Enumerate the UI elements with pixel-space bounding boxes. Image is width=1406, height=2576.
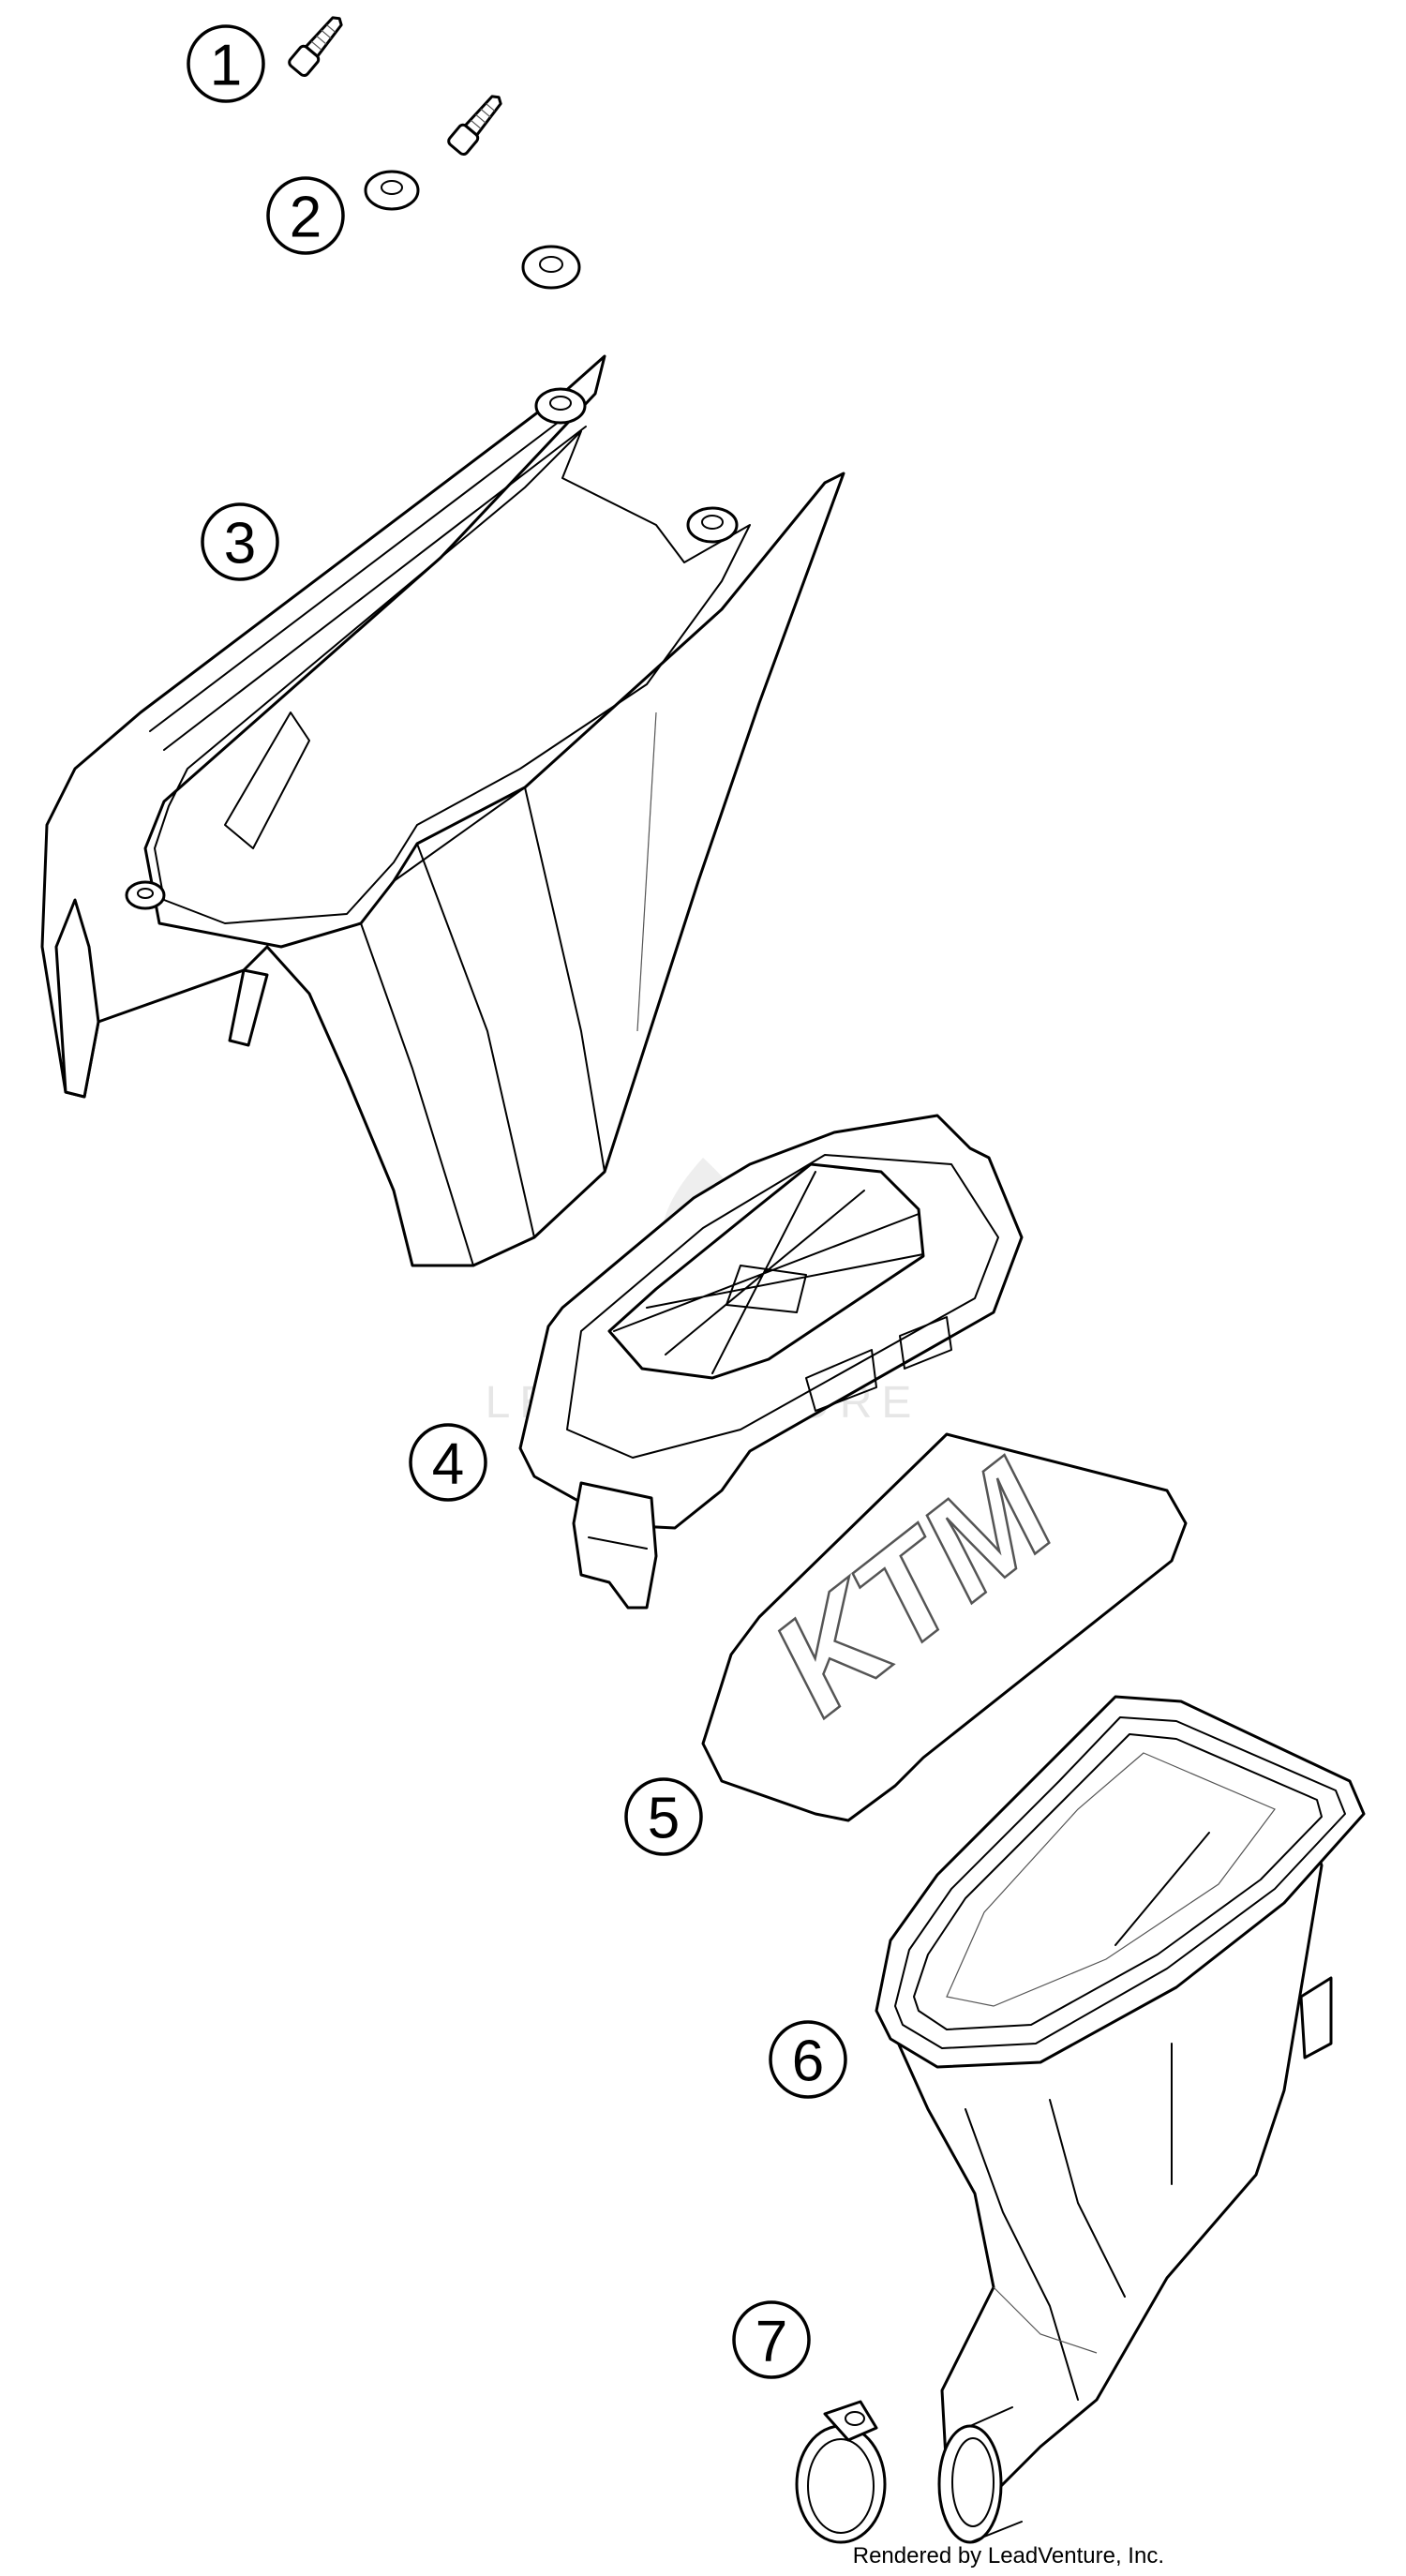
callout-number: 1 bbox=[210, 34, 242, 98]
screw-part bbox=[288, 16, 502, 157]
callout-3: 3 bbox=[201, 502, 279, 581]
air-filter-cage-part bbox=[518, 1114, 1024, 1610]
callout-4: 4 bbox=[409, 1423, 487, 1502]
airbox-part bbox=[40, 354, 845, 1267]
callout-6: 6 bbox=[769, 2020, 847, 2099]
washer-part bbox=[364, 170, 581, 290]
callout-1: 1 bbox=[187, 24, 265, 103]
hose-clamp-part bbox=[795, 2400, 887, 2544]
callout-number: 6 bbox=[792, 2029, 824, 2094]
render-credit: Rendered by LeadVenture, Inc. bbox=[852, 2543, 1164, 2569]
callout-number: 2 bbox=[290, 186, 322, 250]
callout-number: 5 bbox=[648, 1787, 680, 1851]
callout-5: 5 bbox=[624, 1777, 703, 1856]
callout-number: 7 bbox=[755, 2310, 787, 2374]
callout-number: 4 bbox=[432, 1432, 464, 1497]
intake-boot-part bbox=[875, 1695, 1366, 2544]
callout-2: 2 bbox=[266, 176, 345, 255]
callout-7: 7 bbox=[732, 2300, 811, 2379]
callout-number: 3 bbox=[224, 512, 256, 577]
